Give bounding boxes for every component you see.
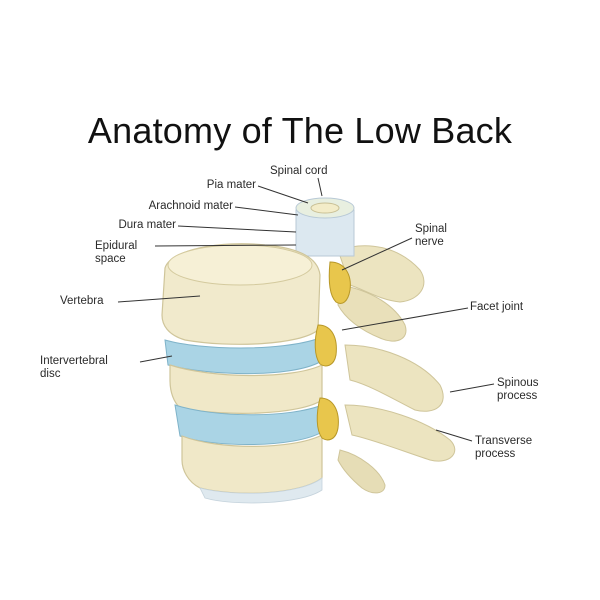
lowest-process <box>337 449 386 494</box>
leader-facet-joint <box>341 307 469 331</box>
leader-spinal-nerve <box>341 237 413 271</box>
lower-transverse-process <box>344 404 456 462</box>
leader-epidural-space <box>154 244 297 247</box>
cord-center <box>310 202 340 214</box>
posterior-elements <box>337 245 456 494</box>
label-spinous-process: Spinous process <box>497 377 539 402</box>
leader-arachnoid-mater <box>234 206 299 216</box>
spinal-cord-column <box>295 197 355 257</box>
diagram-title: Anatomy of The Low Back <box>87 110 513 151</box>
label-transverse-process: Transverse process <box>475 435 533 460</box>
leader-intervertebral-disc <box>139 355 173 363</box>
leader-pia-mater <box>257 185 309 204</box>
leader-lines <box>117 177 495 442</box>
nerve-root-middle <box>314 324 337 367</box>
label-pia-mater: Pia mater <box>206 179 256 191</box>
label-intervertebral-disc: Intervertebral disc <box>40 355 108 380</box>
label-dura-mater: Dura mater <box>118 219 176 231</box>
middle-spinous-process <box>344 344 444 412</box>
leader-dura-mater <box>177 225 297 233</box>
vertebra-top-surface <box>167 244 313 286</box>
leader-spinal-cord <box>317 177 323 197</box>
upper-spinous-process <box>337 245 425 303</box>
upper-process-lower <box>337 284 407 342</box>
label-epidural-space: Epidural space <box>95 240 138 265</box>
vertebra-middle <box>169 364 323 414</box>
label-arachnoid-mater: Arachnoid mater <box>148 200 233 212</box>
label-spinal-nerve: Spinal nerve <box>415 223 447 248</box>
leader-transverse-process <box>435 429 473 442</box>
nerve-root-upper <box>328 261 351 304</box>
label-spinal-cord: Spinal cord <box>270 165 328 177</box>
leader-spinous-process <box>449 383 495 393</box>
nerve-roots <box>314 261 351 441</box>
label-facet-joint: Facet joint <box>470 301 524 313</box>
vertebra-base-shadow <box>199 477 323 504</box>
label-vertebra: Vertebra <box>60 295 104 307</box>
nerve-root-lower <box>316 397 339 441</box>
vertebral-stack <box>161 243 323 504</box>
leader-vertebra <box>117 295 201 303</box>
